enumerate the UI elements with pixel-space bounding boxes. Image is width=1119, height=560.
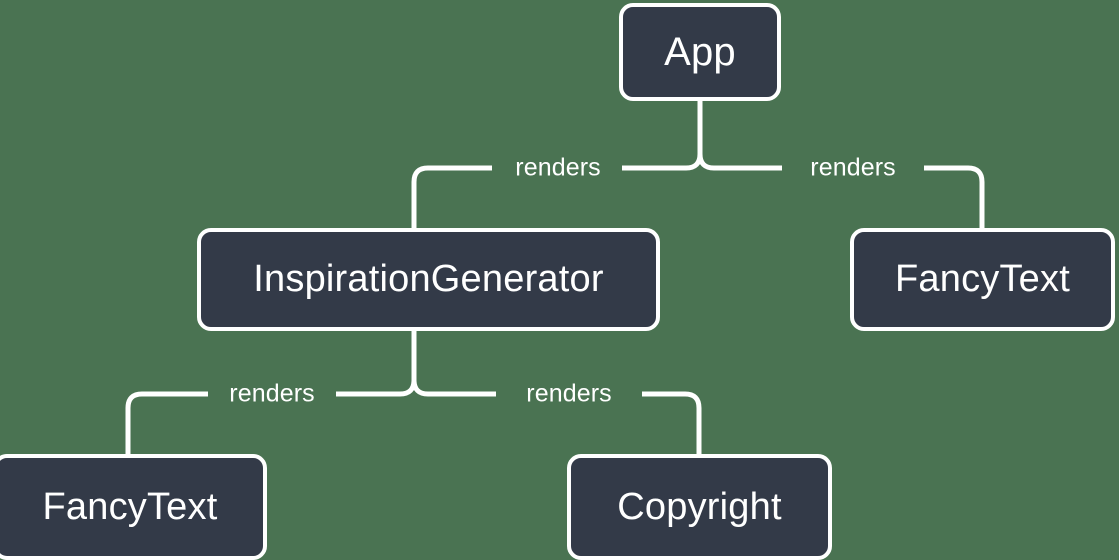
- node-inspirationgenerator-label: InspirationGenerator: [253, 258, 604, 300]
- node-fancytext-bottom-left[interactable]: FancyText: [0, 454, 267, 560]
- node-fancytext-right[interactable]: FancyText: [850, 228, 1115, 331]
- edge-label-inspirationgenerator-to-fancytext: renders: [229, 379, 315, 408]
- node-app-label: App: [664, 29, 736, 74]
- edge-label-app-to-inspirationgenerator: renders: [515, 153, 601, 182]
- edge-label-app-to-fancytext: renders: [810, 153, 896, 182]
- node-inspirationgenerator[interactable]: InspirationGenerator: [197, 228, 660, 331]
- node-copyright[interactable]: Copyright: [567, 454, 832, 560]
- node-app[interactable]: App: [619, 3, 781, 101]
- edge-label-inspirationgenerator-to-copyright: renders: [526, 379, 612, 408]
- node-copyright-label: Copyright: [617, 485, 782, 528]
- node-fancytext-right-label: FancyText: [895, 258, 1070, 300]
- node-fancytext-bottom-left-label: FancyText: [42, 485, 218, 528]
